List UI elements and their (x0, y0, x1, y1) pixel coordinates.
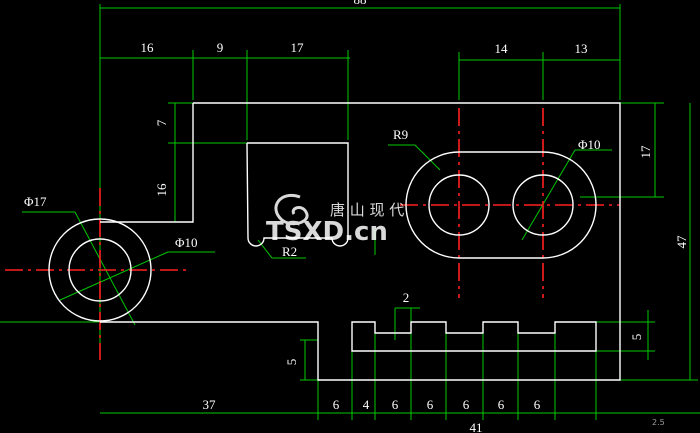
dim-top-17: 17 (291, 40, 305, 55)
dim-right-47: 47 (674, 235, 689, 249)
dim-bottom-4: 4 (363, 397, 370, 412)
watermark-logo-icon (274, 193, 309, 226)
dim-top-14: 14 (495, 41, 509, 56)
dim-left-5: 5 (284, 359, 299, 366)
dim-bottom-37: 37 (203, 397, 217, 412)
dim-top-9: 9 (217, 40, 224, 55)
dim-left-7: 7 (154, 119, 169, 126)
watermark-chinese: 唐 山 现 代 (330, 201, 404, 219)
dim-phi17: Φ17 (24, 194, 47, 209)
dim-bottom-6c: 6 (427, 397, 434, 412)
dim-slot-2: 2 (403, 290, 410, 305)
dim-r9: R9 (393, 127, 408, 142)
dim-right-5: 5 (629, 334, 644, 341)
dim-bottom-41: 41 (470, 420, 483, 433)
dim-bottom-6e: 6 (498, 397, 505, 412)
watermark-brand: TSXD.cn (266, 217, 388, 247)
watermark: 唐 山 现 代 TSXD.cn (266, 193, 404, 247)
dim-bottom-6d: 6 (463, 397, 470, 412)
corner-label: 2.5 (652, 418, 665, 427)
dim-right-17: 17 (638, 145, 653, 159)
dim-bottom-6a: 6 (333, 397, 340, 412)
dim-top-13: 13 (575, 41, 588, 56)
dim-phi10-left: Φ10 (175, 235, 198, 250)
center-lines (5, 108, 620, 360)
dim-phi10-right: Φ10 (578, 137, 601, 152)
dim-bottom-6f: 6 (534, 397, 541, 412)
dim-left-16: 16 (154, 183, 169, 197)
dimension-labels: 88 16 9 17 14 13 7 16 17 47 Φ17 Φ10 R9 Φ… (24, 0, 689, 433)
dim-bottom-6b: 6 (392, 397, 399, 412)
dim-r2: R2 (282, 244, 297, 259)
dim-top-16: 16 (141, 40, 155, 55)
part-outline (48, 102, 621, 381)
dim-top-overall: 88 (354, 0, 367, 7)
